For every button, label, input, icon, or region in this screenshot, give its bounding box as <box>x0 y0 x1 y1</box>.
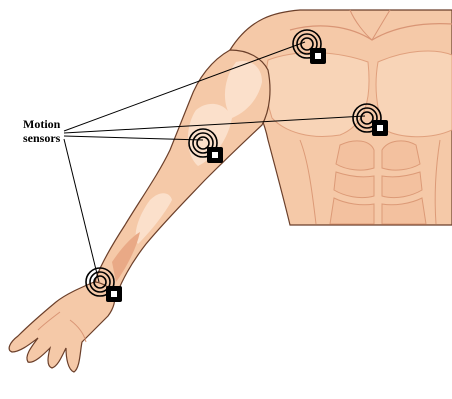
motion-sensors-label: Motion sensors <box>23 117 60 145</box>
leader-line-wrist <box>64 139 99 282</box>
label-line-1: Motion <box>23 117 60 131</box>
label-line-2: sensors <box>23 131 60 145</box>
